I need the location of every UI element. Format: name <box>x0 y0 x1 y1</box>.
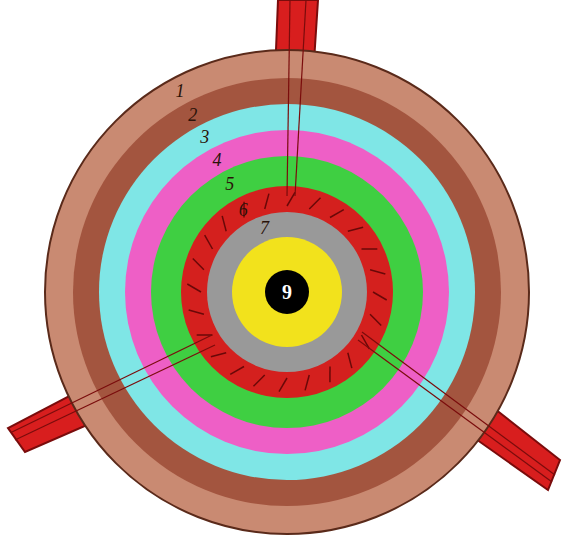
tissue-layer <box>151 156 423 428</box>
muscle-texture <box>370 314 381 325</box>
muscle-texture <box>348 227 363 231</box>
muscle-texture <box>279 378 287 392</box>
branch-fibre <box>287 0 290 196</box>
muscle-texture <box>211 353 226 357</box>
muscle-texture <box>370 270 385 274</box>
muscle-texture <box>330 210 344 218</box>
muscle-texture <box>348 353 352 368</box>
tissue-layer <box>265 270 309 314</box>
branch-fibre <box>295 0 306 196</box>
callout-number: 4 <box>213 151 222 169</box>
muscle-texture <box>305 375 309 390</box>
branch-fibre <box>15 345 215 440</box>
muscle-texture <box>373 292 387 300</box>
callout-number: 5 <box>225 175 234 193</box>
callout-number: 9 <box>282 282 292 302</box>
muscle-texture <box>189 310 204 314</box>
tissue-layer <box>181 186 393 398</box>
muscle-texture <box>361 248 377 250</box>
branch-fibre <box>362 332 555 475</box>
tissue-layer <box>73 78 501 506</box>
muscle-texture <box>329 366 331 382</box>
muscle-texture <box>309 198 320 209</box>
callout-number: 3 <box>200 128 209 146</box>
branch-fibre <box>12 335 212 432</box>
tissue-layer <box>45 50 529 534</box>
muscle-texture <box>253 375 264 386</box>
muscle-texture <box>287 192 295 206</box>
muscle-texture <box>222 216 226 231</box>
tissue-layer <box>232 237 342 347</box>
callout-number: 1 <box>175 82 184 100</box>
muscle-texture <box>187 284 201 292</box>
muscle-texture <box>265 194 269 209</box>
tissue-layer <box>207 212 367 372</box>
callout-number: 2 <box>188 106 197 124</box>
branch-fibre <box>358 340 552 482</box>
muscle-texture <box>230 366 244 374</box>
callout-number: 7 <box>260 219 269 237</box>
muscle-texture <box>193 258 204 269</box>
callout-number: 6 <box>239 201 248 219</box>
muscle-texture <box>205 235 213 249</box>
